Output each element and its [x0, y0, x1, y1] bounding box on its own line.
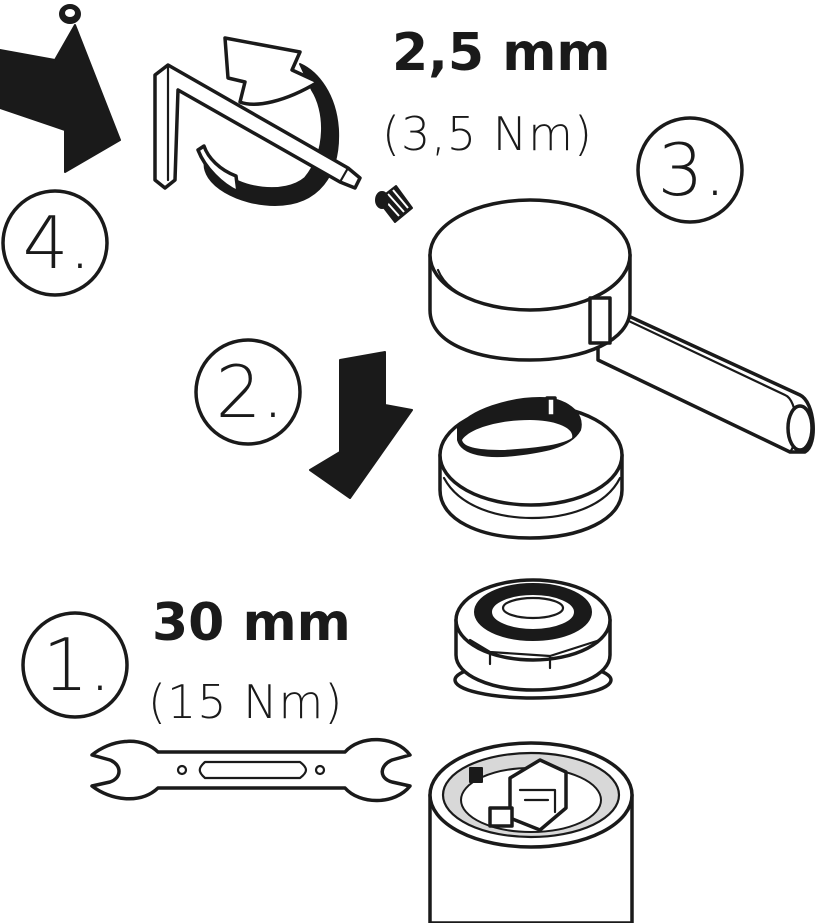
svg-text:2.: 2.	[216, 350, 285, 434]
hex-nut	[453, 578, 613, 700]
lever-handle	[428, 198, 815, 454]
wrench-torque-label: (15 Nm)	[148, 675, 343, 729]
arrow-down-icon	[309, 351, 413, 499]
wrench-size-label: 30 mm	[152, 593, 351, 653]
step-2-marker: 2.	[194, 338, 302, 446]
arrow-right-icon	[0, 24, 121, 173]
step-3-marker: 3.	[636, 116, 744, 224]
cover-cap	[438, 396, 624, 540]
small-set-screw-top	[59, 4, 81, 24]
svg-text:3.: 3.	[658, 128, 727, 212]
hex-size-label: 2,5 mm	[392, 23, 611, 83]
set-screw	[375, 185, 413, 223]
open-end-wrench	[90, 737, 412, 803]
hex-torque-label: (3,5 Nm)	[382, 107, 593, 161]
svg-text:4.: 4.	[23, 201, 92, 285]
svg-text:1.: 1.	[43, 623, 112, 707]
step-4-marker: 4.	[1, 189, 109, 297]
rotate-clockwise-icon	[196, 36, 340, 206]
step-1-marker: 1.	[21, 611, 129, 719]
valve-body	[428, 741, 634, 923]
